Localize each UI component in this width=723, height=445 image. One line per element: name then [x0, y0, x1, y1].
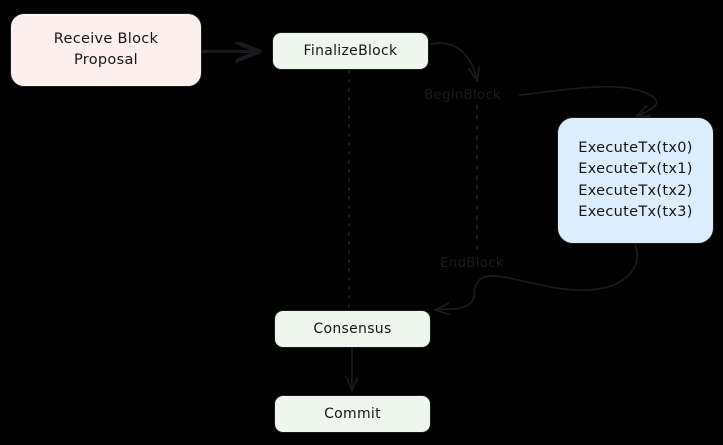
node-consensus-label: Consensus: [313, 320, 392, 337]
node-receive-block-proposal[interactable]: Receive Block Proposal: [10, 13, 202, 87]
node-finalize-block[interactable]: FinalizeBlock: [272, 32, 429, 70]
node-receive-block-proposal-label: Receive Block Proposal: [53, 30, 159, 68]
node-consensus[interactable]: Consensus: [274, 310, 431, 348]
edge-begin-block-to-execute-tx: [519, 85, 658, 116]
edge-label-begin-block: BeginBlock: [424, 87, 501, 103]
edge-finalize-to-begin-block: [430, 42, 477, 80]
node-execute-tx[interactable]: ExecuteTx(tx0) ExecuteTx(tx1) ExecuteTx(…: [557, 117, 714, 244]
node-commit-label: Commit: [324, 405, 381, 422]
edge-label-end-block: EndBlock: [440, 255, 504, 271]
node-execute-tx-label: ExecuteTx(tx0) ExecuteTx(tx1) ExecuteTx(…: [578, 140, 693, 220]
node-finalize-block-label: FinalizeBlock: [303, 42, 398, 59]
node-commit[interactable]: Commit: [274, 395, 431, 433]
